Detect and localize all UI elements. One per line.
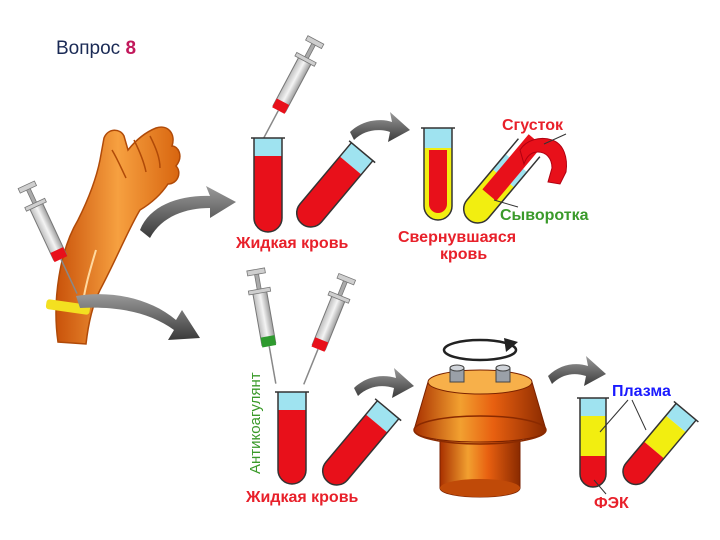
clot-icon	[519, 137, 567, 185]
tourniquet	[45, 299, 91, 315]
tube-clotted-upright	[421, 127, 455, 221]
label-liquid-blood-bottom: Жидкая кровь	[246, 489, 359, 506]
rbc-pointer	[593, 479, 607, 495]
arm-illustration	[45, 126, 181, 345]
tube-plasma-tilted	[622, 400, 699, 486]
label-rbc: ФЭК	[594, 495, 629, 512]
arrow-to-centrifuge	[354, 368, 414, 398]
tube-plasma-upright	[577, 397, 609, 488]
syringe-blood-bottom-icon	[303, 272, 357, 385]
label-liquid-blood-top: Жидкая кровь	[236, 235, 349, 252]
slide-title-prefix: Вопрос	[56, 38, 121, 59]
syringe-anticoagulant-icon	[246, 267, 277, 384]
arrow-to-clotted	[350, 112, 410, 142]
tube-liquid-blood-tilted-bottom	[322, 398, 402, 486]
tube-liquid-blood-bottom	[275, 391, 309, 485]
tube-liquid-blood-tilted-top	[296, 140, 376, 228]
slide-title: Вопрос 8	[56, 38, 136, 60]
centrifuge-icon	[413, 364, 547, 498]
syringe-on-arm-icon	[17, 180, 78, 294]
label-anticoagulant: Антикоагулянт	[247, 372, 264, 474]
arrow-to-bottom-tube	[76, 294, 200, 340]
label-serum: Сыворотка	[500, 207, 589, 224]
label-clotted-blood-2: кровь	[440, 246, 488, 263]
label-plasma: Плазма	[612, 383, 671, 400]
clot-pointer	[543, 133, 567, 145]
slide-title-number: 8	[125, 38, 137, 59]
syringe-top-icon	[262, 35, 325, 140]
rotation-arrow-icon	[442, 338, 518, 362]
tube-liquid-blood-top	[251, 137, 285, 233]
label-clotted-blood-1: Свернувшаяся	[398, 229, 517, 246]
arrow-to-plasma	[548, 356, 606, 386]
plasma-pointer-1	[599, 399, 629, 433]
plasma-pointer-2	[631, 399, 647, 431]
serum-pointer	[493, 199, 519, 208]
arrow-to-top-tube	[140, 186, 236, 238]
label-clot: Сгусток	[502, 117, 564, 134]
